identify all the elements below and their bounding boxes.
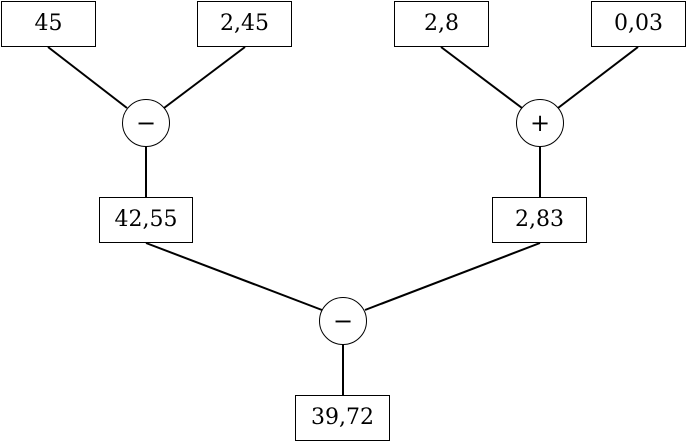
plus-operator-right: + bbox=[516, 99, 564, 147]
edge-283-to-minus bbox=[364, 242, 541, 311]
edge-245-to-minus bbox=[163, 46, 246, 109]
minus-operator-left: − bbox=[122, 99, 170, 147]
number-box-2-8: 2,8 bbox=[394, 1, 489, 47]
number-box-45: 45 bbox=[1, 1, 96, 47]
edge-28-to-plus bbox=[440, 46, 523, 109]
final-result-box-39-72: 39,72 bbox=[295, 395, 390, 441]
result-box-2-83: 2,83 bbox=[492, 197, 587, 243]
edge-45-to-minus bbox=[47, 46, 128, 109]
number-box-2-45: 2,45 bbox=[197, 1, 292, 47]
edge-003-to-plus bbox=[557, 46, 639, 109]
result-box-42-55: 42,55 bbox=[99, 197, 193, 243]
number-box-0-03: 0,03 bbox=[591, 1, 686, 47]
minus-operator-bottom: − bbox=[319, 297, 367, 345]
edge-4255-to-minus bbox=[145, 242, 323, 311]
